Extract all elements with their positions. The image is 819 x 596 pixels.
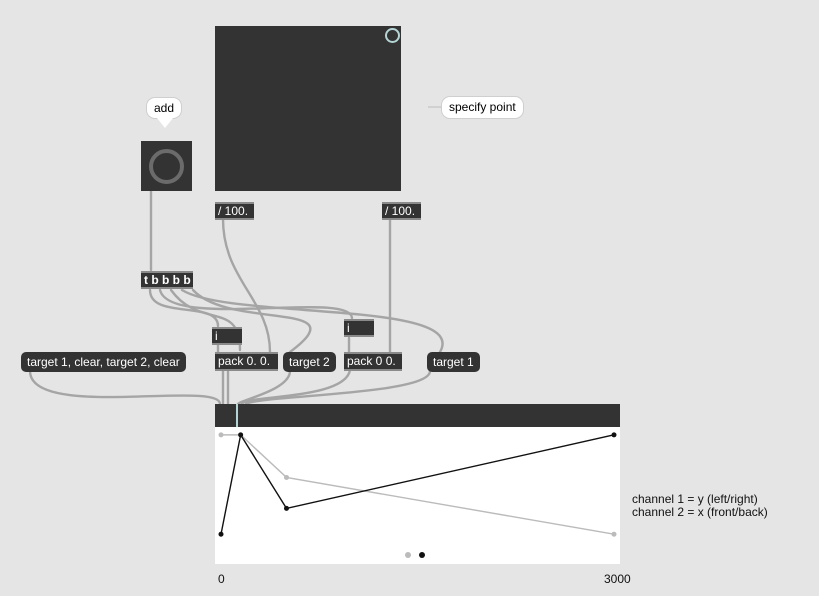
- pack-object-2-label: pack 0 0.: [347, 354, 396, 368]
- trigger-object[interactable]: t b b b b: [141, 271, 193, 289]
- message-target-clear[interactable]: target 1, clear, target 2, clear: [21, 352, 186, 372]
- function-editor-header[interactable]: [215, 404, 620, 427]
- comment-add-tail: [157, 118, 173, 128]
- function-editor[interactable]: [215, 427, 620, 564]
- int-object-2[interactable]: i: [344, 319, 374, 337]
- function-editor-plot[interactable]: [215, 427, 620, 564]
- bang-button[interactable]: [141, 141, 192, 191]
- pad-handle-icon[interactable]: [385, 28, 400, 43]
- divide-object-1[interactable]: / 100.: [215, 202, 254, 220]
- button-ring-icon: [149, 149, 184, 184]
- divide-object-2-label: / 100.: [385, 204, 416, 218]
- channel-1-point[interactable]: [218, 531, 224, 537]
- comment-channel-1: channel 1 = y (left/right): [632, 492, 758, 506]
- message-target-2[interactable]: target 2: [283, 352, 336, 372]
- channel-1-line: [220, 432, 615, 535]
- channel-2-selector-icon[interactable]: [405, 552, 411, 558]
- xy-pad[interactable]: [215, 26, 401, 191]
- channel-1-point[interactable]: [611, 432, 617, 438]
- int-object-2-label: i: [347, 321, 350, 335]
- int-object-1[interactable]: i: [212, 327, 242, 345]
- function-x-min-label: 0: [218, 572, 225, 586]
- function-editor-cursor: [236, 404, 238, 427]
- comment-specify-point: specify point: [441, 96, 524, 119]
- divide-object-1-label: / 100.: [218, 204, 249, 218]
- function-x-max-label: 3000: [604, 572, 631, 586]
- divide-object-2[interactable]: / 100.: [382, 202, 421, 220]
- pack-object-1-label: pack 0. 0.: [218, 354, 271, 368]
- channel-1-point[interactable]: [284, 505, 289, 511]
- comment-channel-2: channel 2 = x (front/back): [632, 505, 768, 519]
- message-target-1[interactable]: target 1: [427, 352, 480, 372]
- channel-2-point[interactable]: [218, 432, 224, 438]
- channel-2-point[interactable]: [284, 474, 289, 480]
- channel-2-line: [221, 434, 615, 535]
- trigger-object-label: t b b b b: [144, 273, 191, 287]
- pack-object-2[interactable]: pack 0 0.: [344, 352, 402, 371]
- channel-2-point[interactable]: [611, 531, 617, 537]
- int-object-1-label: i: [215, 329, 218, 343]
- comment-add: add: [146, 97, 183, 119]
- pack-object-1[interactable]: pack 0. 0.: [215, 352, 278, 371]
- channel-1-point[interactable]: [238, 432, 244, 438]
- channel-1-selector-icon[interactable]: [419, 552, 425, 558]
